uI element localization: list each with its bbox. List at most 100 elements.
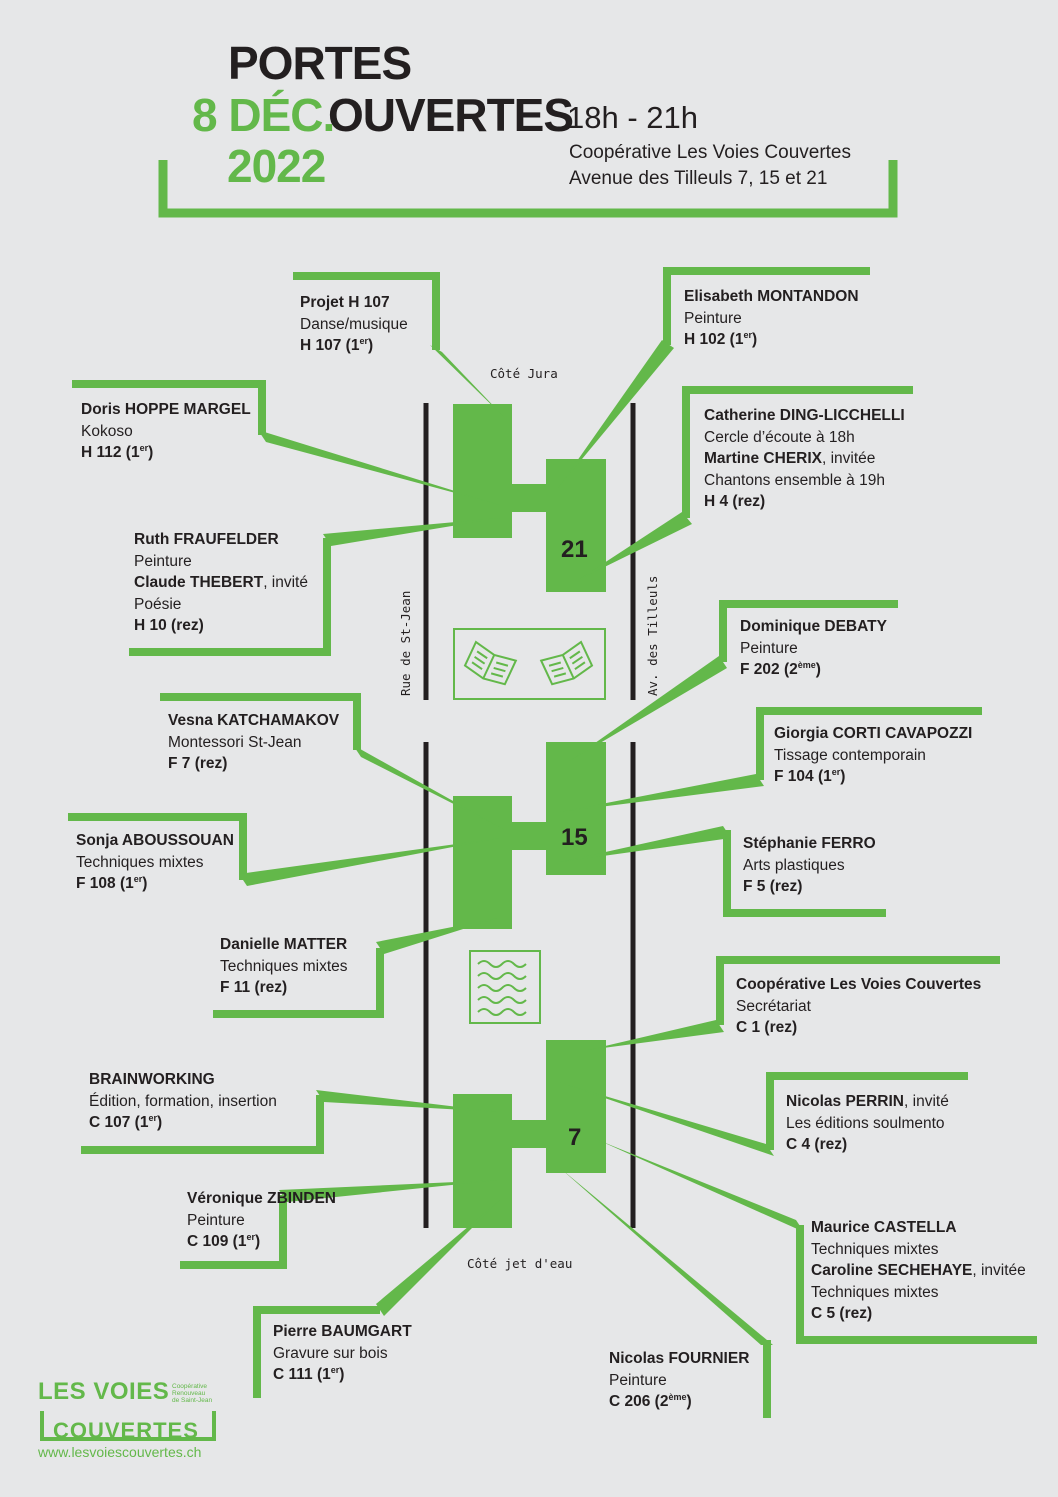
pointer-coop <box>588 1020 724 1050</box>
entry-activity: Cercle d’écoute à 18h <box>704 428 855 446</box>
title-year: 2022 <box>227 140 326 192</box>
pointer-montandon <box>558 340 674 488</box>
entry-activity: Kokoso <box>81 422 133 440</box>
entry-activity: Techniques mixtes <box>811 1240 939 1258</box>
entry-activity: Montessori St-Jean <box>168 733 302 751</box>
callout-frame-castella <box>796 1225 1037 1344</box>
logo-subtitle-line: Renouveau <box>172 1390 206 1397</box>
entry-activity: Gravure sur bois <box>273 1344 388 1362</box>
entry-room: F 202 (2ème) <box>740 659 821 678</box>
address-line: Coopérative Les Voies Couvertes <box>569 142 851 163</box>
entry-activity: Secrétariat <box>736 997 811 1015</box>
title-portes: PORTES <box>228 37 412 89</box>
title-date: 8 DÉC. <box>192 89 335 141</box>
entry-montandon: Elisabeth MONTANDON Peinture H 102 (1er) <box>684 286 859 351</box>
entry-activity: Tissage contemporain <box>774 746 926 764</box>
entry-ferro: Stéphanie FERRO Arts plastiques F 5 (rez… <box>743 833 876 898</box>
cote-jura-label: Côté Jura <box>490 366 558 381</box>
entry-activity: Les éditions soulmento <box>786 1114 945 1132</box>
entry-name: Vesna KATCHAMAKOV <box>168 712 340 729</box>
entry-room: H 112 (1er) <box>81 442 154 461</box>
logo-subtitle-line: Coopérative <box>172 1383 208 1390</box>
callout-frame-ferro <box>723 830 886 917</box>
entry-guest: Caroline SECHEHAYE, invitée <box>811 1262 1026 1279</box>
pointer-corti <box>560 774 764 812</box>
pointer-ferro <box>560 826 731 862</box>
pointer-hoppe <box>258 430 500 505</box>
entry-corti: Giorgia CORTI CAVAPOZZI Tissage contempo… <box>774 723 972 788</box>
entry-room: C 109 (1er) <box>187 1231 261 1250</box>
callout-frame-brainworking <box>81 1095 324 1154</box>
entry-activity: Peinture <box>134 552 192 570</box>
pointer-perrin <box>558 1082 774 1156</box>
entry-room: F 5 (rez) <box>743 878 803 895</box>
callout-frame-coop <box>716 956 1000 1025</box>
entry-activity: Peinture <box>740 639 798 657</box>
entry-name: Véronique ZBINDEN <box>187 1190 336 1207</box>
entry-activity: Arts plastiques <box>743 856 845 874</box>
entry-name: Doris HOPPE MARGEL <box>81 401 251 418</box>
callout-frame-baumgart <box>253 1306 380 1398</box>
entry-aboussouan: Sonja ABOUSSOUAN Techniques mixtes F 108… <box>76 830 234 895</box>
entry-name: BRAINWORKING <box>89 1071 215 1088</box>
callout-frame-aboussouan <box>68 813 247 880</box>
pointer-h107 <box>430 345 505 418</box>
entry-fraufelder: Ruth FRAUFELDER Peinture Claude THEBERT,… <box>134 529 308 637</box>
entry-room: F 104 (1er) <box>774 766 846 785</box>
entry-activity: Peinture <box>187 1211 245 1229</box>
callout-frame-katchamakov <box>160 693 361 750</box>
entry-name: Elisabeth MONTANDON <box>684 288 859 305</box>
entry-guest: Claude THEBERT, invité <box>134 574 308 591</box>
entry-hoppe: Doris HOPPE MARGEL Kokoso H 112 (1er) <box>81 399 251 464</box>
website-url[interactable]: www.lesvoiescouvertes.ch <box>38 1444 202 1460</box>
title-ouvertes: OUVERTES <box>328 89 574 141</box>
entry-name: Dominique DEBATY <box>740 618 887 635</box>
entry-room: C 206 (2ème) <box>609 1391 692 1410</box>
entry-h107: Projet H 107 Danse/musique H 107 (1er) <box>300 292 408 357</box>
address: Coopérative Les Voies Couvertes Avenue d… <box>569 140 851 192</box>
logo-line2: COUVERTES <box>53 1418 199 1443</box>
entry-fournier: Nicolas FOURNIER Peinture C 206 (2ème) <box>609 1348 749 1413</box>
header-bracket <box>158 160 898 218</box>
entry-debaty: Dominique DEBATY Peinture F 202 (2ème) <box>740 616 887 681</box>
entry-activity: Danse/musique <box>300 315 408 333</box>
entry-activity: Techniques mixtes <box>76 853 204 871</box>
entry-room: F 108 (1er) <box>76 873 148 892</box>
building-15 <box>453 742 606 929</box>
entry-guest-activity: Techniques mixtes <box>811 1283 939 1301</box>
pointer-fraufelder <box>323 518 500 546</box>
pointer-brainworking <box>316 1090 500 1112</box>
entry-room: C 111 (1er) <box>273 1364 345 1383</box>
event-time: 18h - 21h <box>567 100 698 135</box>
entry-guest: Martine CHERIX, invitée <box>704 450 876 467</box>
pointer-matter <box>376 918 498 954</box>
entry-zbinden: Véronique ZBINDEN Peinture C 109 (1er) <box>187 1188 336 1253</box>
callout-frame-corti <box>756 707 982 780</box>
entry-room: H 10 (rez) <box>134 617 204 634</box>
entry-activity: Techniques mixtes <box>220 957 348 975</box>
building-number-21: 21 <box>561 536 588 563</box>
entry-brainworking: BRAINWORKING Édition, formation, inserti… <box>89 1069 277 1134</box>
entry-baumgart: Pierre BAUMGART Gravure sur bois C 111 (… <box>273 1321 412 1386</box>
entry-room: F 7 (rez) <box>168 755 228 772</box>
building-7 <box>453 1040 606 1228</box>
entry-name: Maurice CASTELLA <box>811 1219 957 1236</box>
pointer-fournier <box>560 1168 773 1345</box>
entry-name: Pierre BAUMGART <box>273 1323 412 1340</box>
callout-frame-montandon <box>663 267 870 345</box>
logo-line1: LES VOIES <box>38 1378 170 1405</box>
entry-guest-activity: Chantons ensemble à 19h <box>704 471 885 489</box>
entry-coop: Coopérative Les Voies Couvertes Secrétar… <box>736 974 981 1039</box>
entry-castella: Maurice CASTELLA Techniques mixtes Carol… <box>811 1217 1026 1325</box>
entry-matter: Danielle MATTER Techniques mixtes F 11 (… <box>220 934 348 999</box>
callout-frame-hoppe <box>72 380 266 435</box>
pointer-aboussouan <box>239 838 500 886</box>
water-icon <box>469 950 541 1024</box>
pointer-zbinden <box>279 1180 500 1202</box>
entry-room: C 107 (1er) <box>89 1112 163 1131</box>
entry-activity: Peinture <box>609 1371 667 1389</box>
callout-frame-fraufelder <box>129 538 331 656</box>
entry-name: Nicolas PERRIN, invité <box>786 1093 949 1110</box>
callout-frame-ding <box>682 386 913 518</box>
